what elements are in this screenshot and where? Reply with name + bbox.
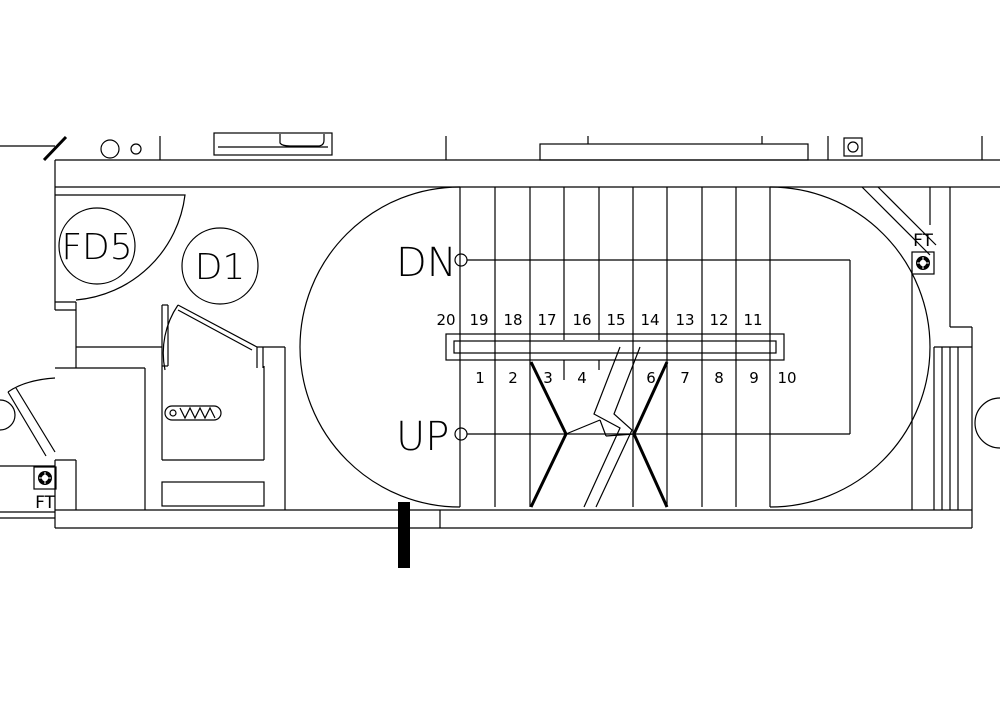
door-tag-fd5: FD5 <box>61 227 132 268</box>
step-number: 7 <box>680 369 690 387</box>
structural-column <box>398 502 410 568</box>
step-number: 18 <box>503 311 522 329</box>
door-tag-d1: D1 <box>195 247 246 288</box>
dn-label: DN <box>396 240 457 286</box>
floor-trap-icon <box>33 466 57 490</box>
right-landing <box>861 186 972 510</box>
step-number: 4 <box>577 369 587 387</box>
step-numbers-lower: 1 2 3 4 6 7 8 9 10 <box>475 369 796 387</box>
step-number: 13 <box>675 311 694 329</box>
stair-outline <box>299 186 931 508</box>
door-tag-fd5-circle <box>58 207 136 285</box>
step-number: 15 <box>606 311 625 329</box>
step-number: 20 <box>436 311 455 329</box>
step-number: 19 <box>469 311 488 329</box>
up-start-marker <box>454 427 468 441</box>
stair-treads <box>494 187 737 507</box>
walls <box>0 159 1000 568</box>
top-fixtures <box>0 132 983 162</box>
step-number: 6 <box>646 369 656 387</box>
step-number: 12 <box>709 311 728 329</box>
step-number: 10 <box>777 369 796 387</box>
door-swings <box>0 194 1000 457</box>
direction-lines <box>454 253 851 441</box>
break-line-icon <box>529 346 669 508</box>
step-number: 8 <box>714 369 724 387</box>
ft-label-right: FT <box>913 231 933 251</box>
step-numbers-upper: 20 19 18 17 16 15 14 13 12 11 <box>436 311 762 329</box>
step-number: 16 <box>572 311 591 329</box>
up-label: UP <box>396 414 449 460</box>
floor-trap-icon <box>911 251 935 275</box>
step-number: 9 <box>749 369 759 387</box>
spring-coil-icon <box>164 405 222 421</box>
step-number: 11 <box>743 311 762 329</box>
step-number: 3 <box>543 369 553 387</box>
step-number: 17 <box>537 311 556 329</box>
step-number: 2 <box>508 369 518 387</box>
ft-label-left: FT <box>35 493 55 513</box>
door-tag-d1-circle <box>181 227 259 305</box>
step-number: 14 <box>640 311 659 329</box>
dn-start-marker <box>454 253 468 267</box>
stair-handrail <box>445 333 785 361</box>
step-number: 1 <box>475 369 485 387</box>
